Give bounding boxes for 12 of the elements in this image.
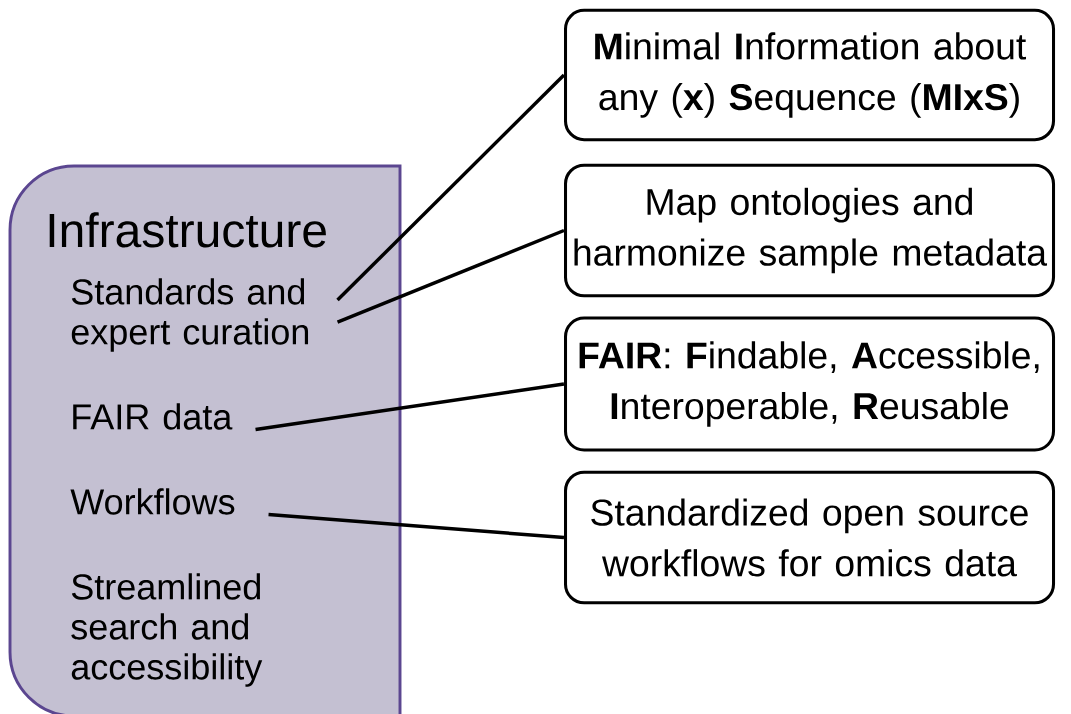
item-text: Standards and expert curation: [71, 278, 309, 352]
item-text: Streamlined search and accessibility: [71, 573, 263, 687]
item-text: Workflows: [70, 488, 235, 515]
connector-line: [268, 512, 565, 540]
text-box: FAIR: Findable, Accessible, Interoperable, Reusable: [563, 316, 1056, 452]
connector-line: [336, 228, 565, 324]
text-box: Minimal Information about any (x) Sequence (MIxS): [563, 8, 1056, 142]
text-box: Standardized open source workflows for omics data: [563, 470, 1056, 605]
connector-line: [336, 73, 566, 302]
text-box: Map ontologies and harmonize sample metadata: [563, 163, 1056, 298]
connector-line: [255, 382, 565, 432]
item-text: FAIR data: [73, 403, 233, 430]
